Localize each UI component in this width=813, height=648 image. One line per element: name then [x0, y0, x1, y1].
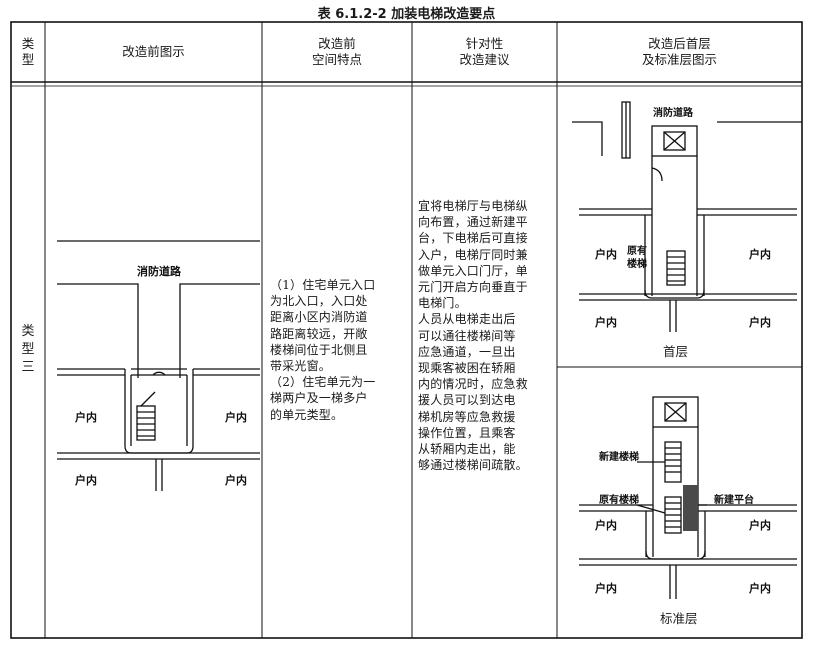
standard-unit-bottom-right: 户内: [749, 581, 771, 595]
ground-existing-stair: 原有 楼梯: [627, 244, 650, 270]
before-unit-left: 户内: [75, 410, 97, 424]
ground-road-label: 消防道路: [653, 106, 694, 119]
before-road-label: 消防道路: [137, 264, 182, 278]
header-features: 改造前 空间特点: [311, 36, 362, 67]
standard-unit-right: 户内: [749, 518, 771, 532]
ground-existing-stair-line2: 楼梯: [627, 257, 647, 270]
standard-existing-stair: 原有楼梯: [599, 493, 639, 506]
standard-unit-bottom-left: 户内: [595, 581, 617, 595]
before-unit-right: 户内: [225, 410, 247, 424]
ground-plan-diagram: 消防道路 原有 楼梯 户内 户内 户内 户内 首层: [572, 101, 802, 359]
before-unit-bottom-right: 户内: [225, 473, 247, 487]
standard-plan-diagram: 新建楼梯 原有楼梯 新建平台 户内 户内 户内 户内 标准层: [579, 396, 797, 626]
suggestions-text: 宜将电梯厅与电梯纵 向布置，通过新建平 台，下电梯后可直接 入户，电梯厅同时兼 …: [418, 199, 528, 473]
standard-unit-left: 户内: [595, 518, 617, 532]
ground-existing-stair-line1: 原有: [627, 244, 647, 257]
header-suggestions: 针对性 改造建议: [459, 36, 510, 67]
table-caption: 表 6.1.2-2 加装电梯改造要点: [317, 7, 496, 22]
features-text: （1）住宅单元入口 为北入口，入口处 距离小区内消防道 路距离较远，开敞 楼梯间…: [270, 278, 376, 422]
ground-unit-left: 户内: [595, 247, 617, 261]
before-unit-bottom-left: 户内: [75, 473, 97, 487]
header-before-diagram: 改造前图示: [122, 44, 185, 59]
standard-new-platform: 新建平台: [714, 493, 754, 506]
ground-unit-right: 户内: [749, 247, 771, 261]
header-type: 类 型: [21, 36, 35, 67]
standard-caption: 标准层: [660, 611, 698, 626]
ground-unit-bottom-right: 户内: [749, 315, 771, 329]
ground-unit-bottom-left: 户内: [595, 315, 617, 329]
before-plan-diagram: 消防道路 户内 户内 户内 户内: [57, 240, 260, 491]
row-type: 类 型 三: [21, 324, 35, 375]
ground-caption: 首层: [663, 344, 688, 359]
new-platform-area: [683, 485, 698, 531]
standard-new-stair: 新建楼梯: [599, 450, 639, 463]
header-after-diagram: 改造后首层 及标准层图示: [641, 36, 717, 67]
